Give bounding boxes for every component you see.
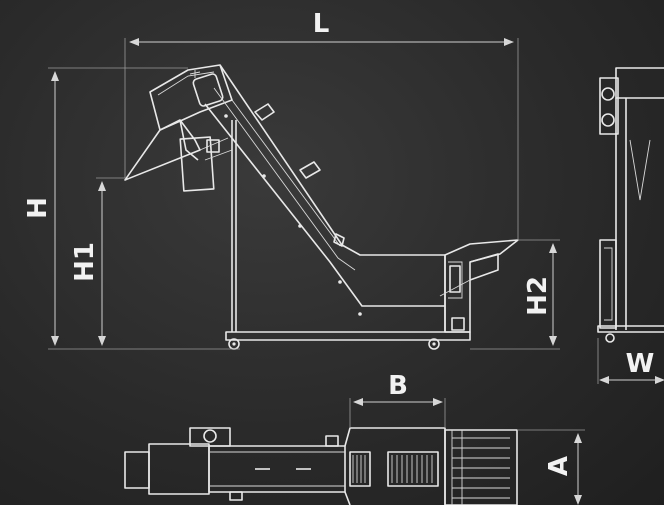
- dimension-h: H: [23, 67, 240, 350]
- side-view: [124, 64, 519, 350]
- label-a: A: [544, 456, 574, 476]
- label-b: B: [388, 371, 408, 401]
- dimension-a: A: [517, 429, 585, 505]
- label-l: L: [313, 9, 330, 39]
- front-view: W: [597, 67, 664, 384]
- dimension-l: L: [124, 9, 519, 240]
- dimension-h2: H2: [470, 239, 560, 350]
- label-w: W: [626, 349, 655, 379]
- dimension-b: B: [349, 371, 446, 428]
- dimension-h1: H1: [70, 177, 125, 346]
- top-view: [124, 427, 518, 505]
- label-h1: H1: [70, 242, 100, 282]
- label-h: H: [23, 197, 53, 219]
- label-h2: H2: [523, 276, 553, 316]
